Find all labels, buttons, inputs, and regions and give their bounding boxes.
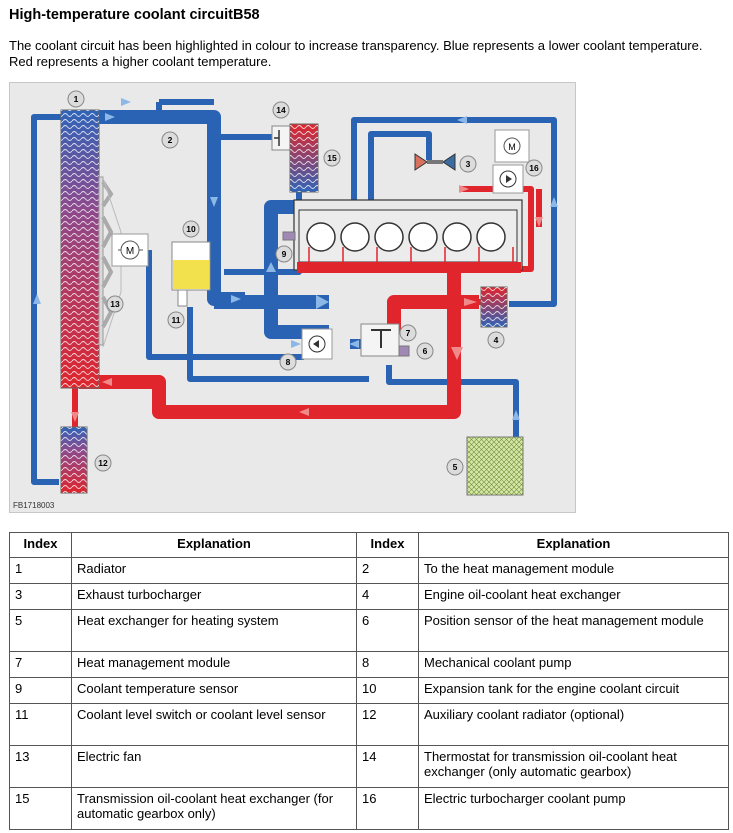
index-cell: 6: [356, 609, 419, 652]
table-row: 5 Heat exchanger for heating system 6 Po…: [9, 609, 729, 652]
svg-text:6: 6: [423, 346, 428, 356]
index-cell: 12: [356, 703, 419, 746]
index-cell: 3: [9, 583, 72, 610]
explanation-cell: Heat exchanger for heating system: [71, 609, 357, 652]
explanation-cell: To the heat management module: [418, 557, 729, 584]
explanation-cell: Expansion tank for the engine coolant ci…: [418, 677, 729, 704]
table-row: 3 Exhaust turbocharger 4 Engine oil-cool…: [9, 583, 729, 610]
svg-text:14: 14: [276, 105, 286, 115]
thermostat: [271, 125, 293, 151]
explanation-cell: Electric turbocharger coolant pump: [418, 787, 729, 830]
callout-15: 15: [323, 149, 341, 167]
column-header: Index: [356, 532, 419, 558]
table-row: 1 Radiator 2 To the heat management modu…: [9, 557, 729, 584]
index-cell: 13: [9, 745, 72, 788]
column-header: Explanation: [71, 532, 357, 558]
svg-text:2: 2: [168, 135, 173, 145]
explanation-cell: Engine oil-coolant heat exchanger: [418, 583, 729, 610]
explanation-cell: Thermostat for transmission oil-coolant …: [418, 745, 729, 788]
figure-code: FB1718003: [13, 501, 55, 510]
index-cell: 15: [9, 787, 72, 830]
mechanical-coolant-pump: [301, 328, 333, 360]
index-cell: 11: [9, 703, 72, 746]
svg-text:7: 7: [406, 328, 411, 338]
table-row: 7 Heat management module 8 Mechanical co…: [9, 651, 729, 678]
explanation-cell: Coolant temperature sensor: [71, 677, 357, 704]
callout-6: 6: [416, 342, 434, 360]
explanation-table: Index Explanation Index Explanation 1 Ra…: [9, 532, 729, 830]
callout-4: 4: [487, 331, 505, 349]
svg-text:1: 1: [74, 94, 79, 104]
explanation-cell: Mechanical coolant pump: [418, 651, 729, 678]
index-cell: 1: [9, 557, 72, 584]
svg-text:M: M: [508, 142, 516, 152]
callout-9: 9: [275, 245, 293, 263]
intro-text: The coolant circuit has been highlighted…: [9, 38, 703, 69]
callout-5: 5: [446, 458, 464, 476]
index-cell: 16: [356, 787, 419, 830]
svg-text:4: 4: [494, 335, 499, 345]
engine-block: [282, 199, 523, 273]
table-header-row: Index Explanation Index Explanation: [9, 532, 729, 558]
callout-3: 3: [459, 155, 477, 173]
svg-text:5: 5: [453, 462, 458, 472]
callout-10: 10: [182, 220, 200, 238]
index-cell: 7: [9, 651, 72, 678]
svg-text:3: 3: [466, 159, 471, 169]
svg-text:M: M: [126, 246, 134, 257]
svg-text:15: 15: [327, 153, 337, 163]
callout-14: 14: [272, 101, 290, 119]
expansion-tank: [171, 241, 211, 307]
callout-7: 7: [399, 324, 417, 342]
heat-management-module: [360, 323, 410, 357]
callout-11: 11: [167, 311, 185, 329]
table-row: 13 Electric fan 14 Thermostat for transm…: [9, 745, 729, 788]
explanation-cell: Auxiliary coolant radiator (optional): [418, 703, 729, 746]
explanation-cell: Position sensor of the heat management m…: [418, 609, 729, 652]
table-row: 9 Coolant temperature sensor 10 Expansio…: [9, 677, 729, 704]
svg-text:9: 9: [282, 249, 287, 259]
callout-16: 16: [525, 159, 543, 177]
callout-2: 2: [161, 131, 179, 149]
callout-12: 12: [94, 454, 112, 472]
index-cell: 2: [356, 557, 419, 584]
index-cell: 5: [9, 609, 72, 652]
fan-motor-icon: M: [111, 233, 149, 267]
explanation-cell: Electric fan: [71, 745, 357, 788]
coolant-pipes: [31, 99, 557, 485]
svg-text:10: 10: [186, 224, 196, 234]
svg-text:11: 11: [172, 315, 181, 325]
coolant-circuit-diagram: FB1718003: [9, 82, 576, 513]
explanation-cell: Exhaust turbocharger: [71, 583, 357, 610]
callout-1: 1: [67, 90, 85, 108]
explanation-cell: Radiator: [71, 557, 357, 584]
svg-text:13: 13: [110, 299, 120, 309]
svg-text:12: 12: [98, 458, 108, 468]
table-row: 15 Transmission oil-coolant heat exchang…: [9, 787, 729, 830]
callout-13: 13: [106, 295, 124, 313]
index-cell: 8: [356, 651, 419, 678]
svg-text:16: 16: [529, 163, 539, 173]
page-title: High-temperature coolant circuitB58: [9, 7, 260, 23]
exhaust-turbocharger: [414, 153, 456, 171]
explanation-cell: Heat management module: [71, 651, 357, 678]
index-cell: 9: [9, 677, 72, 704]
index-cell: 14: [356, 745, 419, 788]
callouts: 1 2 3 4 5 6 7 8 9 10 11 12 13 14 15 16: [67, 90, 543, 476]
callout-8: 8: [279, 353, 297, 371]
flow-arrows: [33, 98, 558, 422]
index-cell: 10: [356, 677, 419, 704]
electric-coolant-pump: M: [492, 129, 530, 194]
svg-text:8: 8: [286, 357, 291, 367]
table-row: 11 Coolant level switch or coolant level…: [9, 703, 729, 746]
index-cell: 4: [356, 583, 419, 610]
explanation-cell: Transmission oil-coolant heat exchanger …: [71, 787, 357, 830]
explanation-cell: Coolant level switch or coolant level se…: [71, 703, 357, 746]
column-header: Index: [9, 532, 72, 558]
column-header: Explanation: [418, 532, 729, 558]
